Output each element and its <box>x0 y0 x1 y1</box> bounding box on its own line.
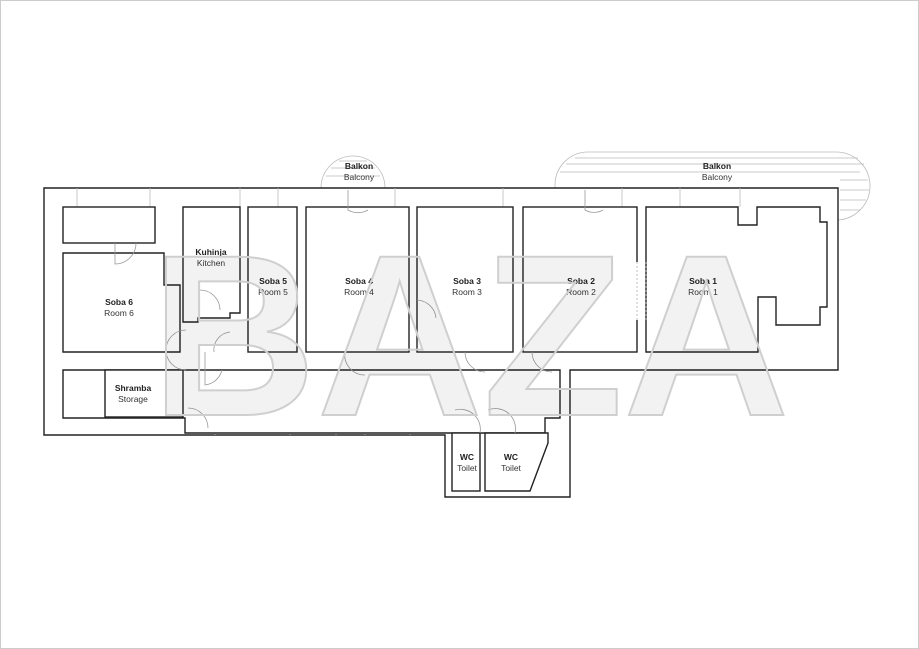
svg-text:Kitchen: Kitchen <box>197 258 226 268</box>
svg-text:Soba 2: Soba 2 <box>567 276 595 286</box>
label-room-3: Soba 3 Room 3 <box>452 276 482 297</box>
svg-text:Toilet: Toilet <box>501 463 521 473</box>
wc-1 <box>451 432 481 492</box>
svg-text:Soba 3: Soba 3 <box>453 276 481 286</box>
closet <box>62 206 156 244</box>
svg-text:Room 3: Room 3 <box>452 287 482 297</box>
room-4 <box>305 206 410 353</box>
svg-text:Shramba: Shramba <box>115 383 152 393</box>
room-3 <box>416 206 514 353</box>
svg-text:Soba 4: Soba 4 <box>345 276 373 286</box>
svg-text:WC: WC <box>504 452 518 462</box>
svg-text:WC: WC <box>460 452 474 462</box>
label-wc-2: WC Toilet <box>501 452 521 473</box>
label-room-6: Soba 6 Room 6 <box>104 297 134 318</box>
label-balcony-small: Balkon Balcony <box>344 161 375 182</box>
room-2 <box>522 206 638 353</box>
svg-text:Room 1: Room 1 <box>688 287 718 297</box>
svg-text:Room 6: Room 6 <box>104 308 134 318</box>
svg-text:Balcony: Balcony <box>344 172 375 182</box>
kitchen <box>182 206 241 323</box>
svg-text:Room 5: Room 5 <box>258 287 288 297</box>
svg-text:Toilet: Toilet <box>457 463 477 473</box>
label-room-1: Soba 1 Room 1 <box>688 276 718 297</box>
label-storage: Shramba Storage <box>115 383 152 404</box>
svg-text:Balkon: Balkon <box>703 161 731 171</box>
label-kitchen: Kuhinja Kitchen <box>195 247 226 268</box>
label-wc-1: WC Toilet <box>457 452 477 473</box>
svg-text:Kuhinja: Kuhinja <box>195 247 226 257</box>
room-6 <box>62 252 181 353</box>
storage <box>104 369 184 418</box>
room-5 <box>247 206 298 353</box>
wc-2 <box>484 432 549 492</box>
label-room-5: Soba 5 Room 5 <box>258 276 288 297</box>
svg-text:Balkon: Balkon <box>345 161 373 171</box>
label-balcony-large: Balkon Balcony <box>702 161 733 182</box>
room-1 <box>645 206 828 353</box>
label-room-4: Soba 4 Room 4 <box>344 276 374 297</box>
balcony-small <box>320 155 386 189</box>
label-room-2: Soba 2 Room 2 <box>566 276 596 297</box>
doors <box>114 190 604 434</box>
svg-text:Room 4: Room 4 <box>344 287 374 297</box>
svg-text:Balcony: Balcony <box>702 172 733 182</box>
open-partition <box>636 262 647 320</box>
svg-text:Soba 5: Soba 5 <box>259 276 287 286</box>
svg-text:Soba 1: Soba 1 <box>689 276 717 286</box>
svg-text:Storage: Storage <box>118 394 148 404</box>
svg-text:Soba 6: Soba 6 <box>105 297 133 307</box>
svg-text:Room 2: Room 2 <box>566 287 596 297</box>
